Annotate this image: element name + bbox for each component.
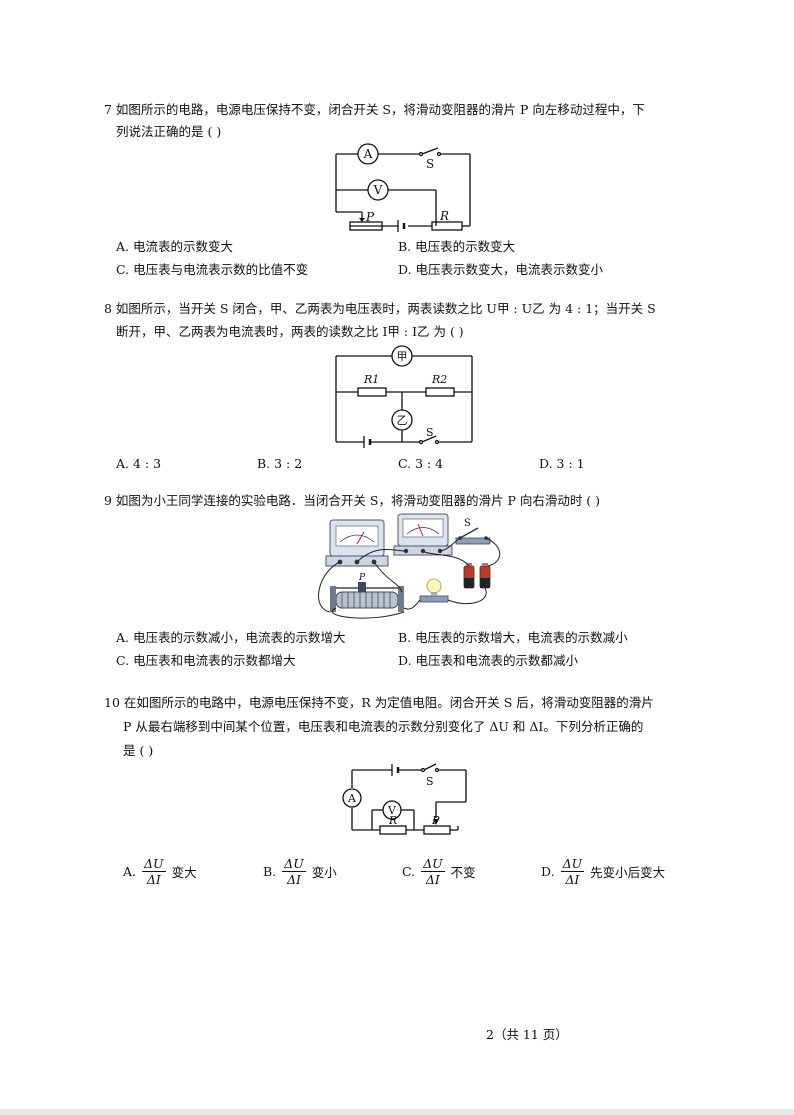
- q9-slider-label: P: [358, 573, 366, 583]
- q7-circuit-diagram: A V S P R: [335, 143, 471, 232]
- fraction-denominator: ΔI: [146, 872, 161, 887]
- fraction-numerator: ΔU: [560, 856, 585, 872]
- q10-option-a-fraction: ΔU ΔI: [142, 856, 166, 887]
- q7-option-b: B. 电压表的示数变大: [398, 239, 516, 254]
- q8-option-b: B. 3 : 2: [257, 456, 303, 471]
- q7-slider-label: P: [365, 210, 375, 224]
- q9-option-a: A. 电压表的示数减小，电流表的示数增大: [116, 630, 346, 645]
- q9-rheostat-drawing: [330, 582, 404, 612]
- q7-ammeter-label: A: [363, 147, 373, 161]
- page-number: 2（共 11 页）: [486, 1027, 568, 1042]
- q10-option-a-label: A.: [123, 864, 137, 879]
- q10-option-d: D. ΔU ΔI 先变小后变大: [541, 856, 665, 887]
- q9-battery-drawing: [463, 563, 491, 589]
- q10-option-a: A. ΔU ΔI 变大: [123, 856, 197, 887]
- q9-voltmeter-drawing: [325, 519, 389, 567]
- q10-switch-label: S: [426, 775, 434, 788]
- q10-stem-line3: 是 ( ): [123, 743, 154, 758]
- q8-r2-label: R2: [431, 373, 447, 386]
- q10-option-b-fraction: ΔU ΔI: [282, 856, 306, 887]
- fraction-numerator: ΔU: [421, 856, 445, 872]
- q8-option-c: C. 3 : 4: [398, 456, 444, 471]
- fraction-denominator: ΔI: [286, 872, 301, 887]
- q10-option-b-text: 变小: [311, 865, 337, 880]
- q10-option-a-text: 变大: [171, 865, 197, 880]
- q10-ammeter-label: A: [347, 792, 357, 805]
- q10-circuit-diagram: A V S R P: [342, 763, 467, 835]
- q10-option-d-text: 先变小后变大: [590, 865, 666, 880]
- fraction-numerator: ΔU: [142, 856, 166, 872]
- q7-stem-line1: 7 如图所示的电路，电源电压保持不变，闭合开关 S，将滑动变阻器的滑片 P 向左…: [104, 102, 645, 117]
- q10-option-c-label: C.: [402, 864, 416, 879]
- q7-stem-line2: 列说法正确的是 ( ): [116, 124, 222, 139]
- q7-voltmeter-label: V: [373, 183, 383, 197]
- q8-switch-label: S: [426, 426, 434, 439]
- q8-meter-jia: 甲: [397, 350, 408, 363]
- q8-r1-label: R1: [363, 373, 379, 386]
- q10-option-d-label: D.: [541, 864, 555, 879]
- q10-option-c: C. ΔU ΔI 不变: [402, 856, 476, 887]
- fraction-numerator: ΔU: [282, 856, 306, 872]
- fraction-denominator: ΔI: [565, 872, 580, 887]
- q8-option-d: D. 3 : 1: [539, 456, 585, 471]
- q9-switch-label: S: [464, 518, 471, 529]
- fraction-denominator: ΔI: [425, 872, 440, 887]
- q9-apparatus-illustration: S P: [318, 513, 501, 619]
- q8-circuit-diagram: 甲 乙 R1 R2 S: [335, 345, 473, 448]
- q7-switch-label: S: [426, 157, 434, 171]
- q10-stem-line1: 10 在如图所示的电路中，电源电压保持不变，R 为定值电阻。闭合开关 S 后，将…: [104, 695, 654, 710]
- q10-resistor-label: R: [388, 814, 397, 827]
- q7-option-c: C. 电压表与电流表示数的比值不变: [116, 262, 309, 277]
- q10-option-c-fraction: ΔU ΔI: [421, 856, 445, 887]
- q7-resistor-label: R: [439, 209, 449, 223]
- q8-stem-line2: 断开，甲、乙两表为电流表时，两表的读数之比 I甲 : I乙 为 ( ): [116, 324, 464, 339]
- q8-option-a: A. 4 : 3: [116, 456, 162, 471]
- page-bottom-edge: [0, 1109, 794, 1115]
- q9-ammeter-drawing: [393, 513, 453, 556]
- q10-option-d-fraction: ΔU ΔI: [560, 856, 585, 887]
- q9-switch-drawing: [455, 527, 491, 545]
- q10-option-b: B. ΔU ΔI 变小: [263, 856, 337, 887]
- q9-option-b: B. 电压表的示数增大，电流表的示数减小: [398, 630, 628, 645]
- q10-option-c-text: 不变: [450, 865, 476, 880]
- q9-stem-line1: 9 如图为小王同学连接的实验电路．当闭合开关 S，将滑动变阻器的滑片 P 向右滑…: [104, 493, 601, 508]
- q8-stem-line1: 8 如图所示，当开关 S 闭合，甲、乙两表为电压表时，两表读数之比 U甲 : U…: [104, 301, 656, 316]
- q10-slider-label: P: [431, 814, 440, 827]
- q10-stem-line2: P 从最右端移到中间某个位置，电压表和电流表的示数分别变化了 ΔU 和 ΔI。下…: [123, 719, 644, 734]
- q7-option-d: D. 电压表示数变大，电流表示数变小: [398, 262, 604, 277]
- q10-voltmeter-label: V: [387, 804, 397, 817]
- q9-bulb-drawing: [419, 578, 449, 603]
- q10-option-b-label: B.: [263, 864, 277, 879]
- q7-option-a: A. 电流表的示数变大: [116, 239, 233, 254]
- q9-option-c: C. 电压表和电流表的示数都增大: [116, 653, 296, 668]
- q9-option-d: D. 电压表和电流表的示数都减小: [398, 653, 579, 668]
- q8-meter-yi: 乙: [397, 414, 408, 427]
